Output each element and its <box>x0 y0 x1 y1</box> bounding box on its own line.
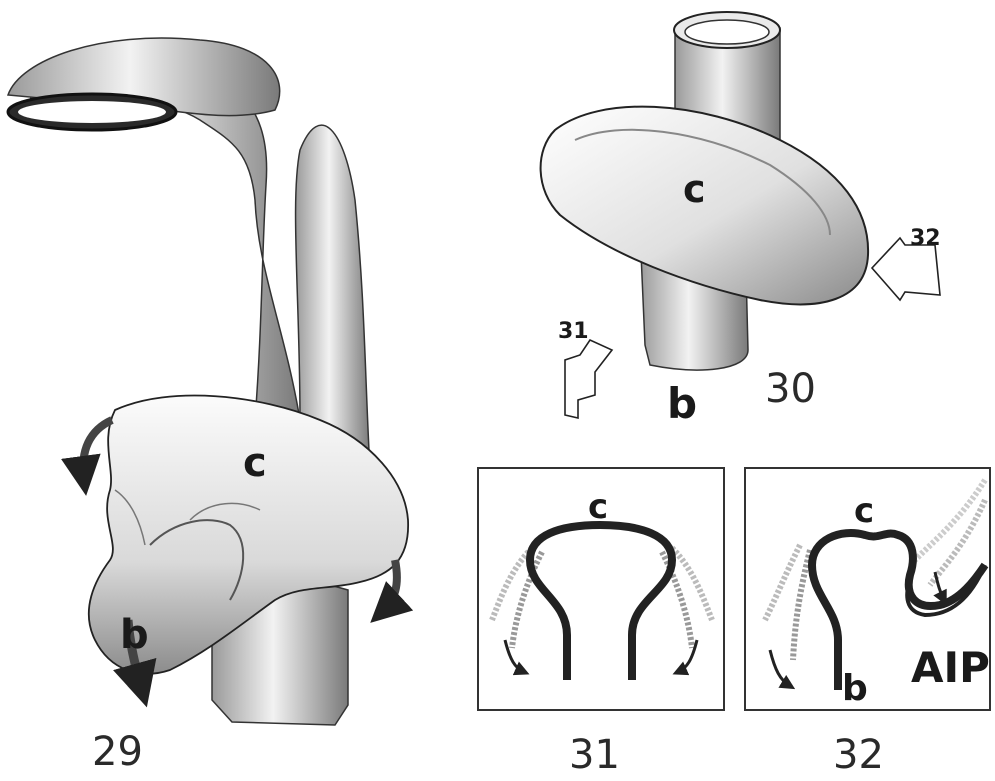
fig29-number: 29 <box>92 729 143 775</box>
fig30-label-b: b <box>667 379 697 428</box>
figure-30: c b 31 32 30 <box>541 12 941 428</box>
fig30-arrow-31 <box>565 340 612 418</box>
fig30-arrow-32-label: 32 <box>910 226 941 251</box>
fig30-label-c: c <box>683 167 706 211</box>
fig29-label-c: c <box>243 440 267 486</box>
fig30-arrow-31-label: 31 <box>558 319 589 344</box>
figure-31: c 31 <box>478 468 724 778</box>
fig31-number: 31 <box>569 732 620 778</box>
figure-29: c b 29 <box>8 38 408 775</box>
fig32-label-c: c <box>854 491 874 531</box>
fig30-number: 30 <box>765 366 816 412</box>
fig31-label-c: c <box>588 487 608 527</box>
fig32-label-b: b <box>842 668 868 709</box>
fig32-label-aip: AIP <box>911 643 990 692</box>
figure-32: c b AIP 32 <box>745 468 990 778</box>
fig32-number: 32 <box>833 732 884 778</box>
fig29-label-b: b <box>120 612 149 658</box>
